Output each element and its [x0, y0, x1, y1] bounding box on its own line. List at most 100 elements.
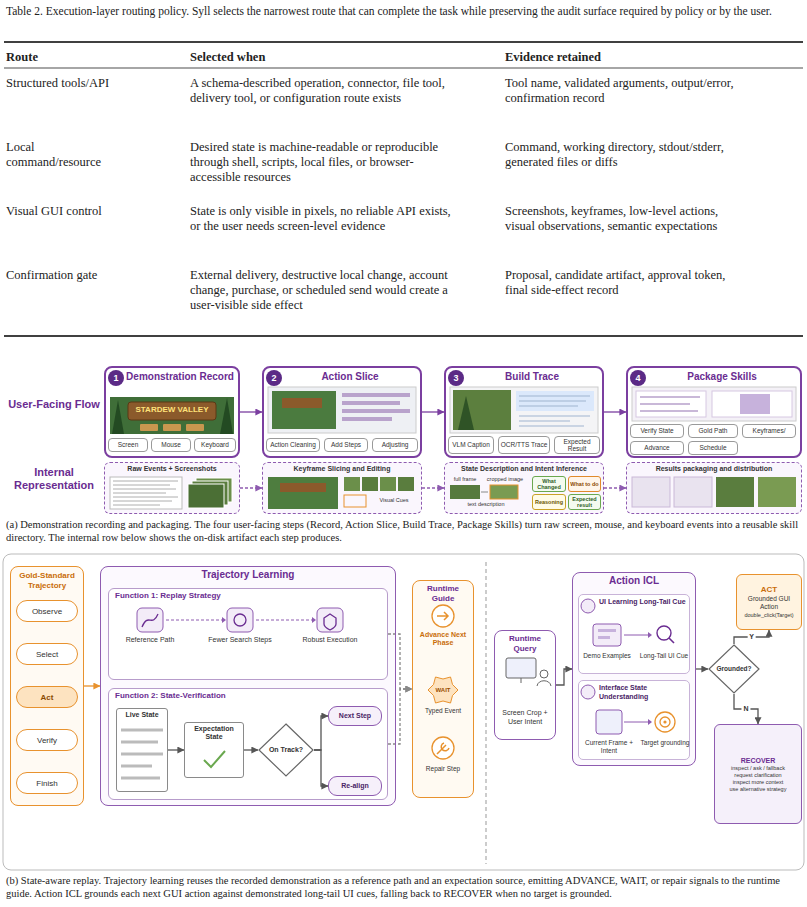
artifact-panel: Raw Events + Screenshots [104, 462, 240, 514]
connector [240, 411, 262, 412]
node-text: Grounded GUI Action [739, 595, 799, 610]
edge-label: N [741, 705, 750, 713]
connector [734, 630, 769, 644]
node-title: On Track? [269, 746, 303, 754]
icon-label: Current Frame + Intent [580, 739, 638, 754]
node-title: Act [41, 693, 54, 702]
step-number: 2 [266, 370, 282, 386]
trajectory-panel: Gold-Standard TrajectoryObserveSelectAct… [10, 566, 84, 806]
function-box: Interface State Understanding [578, 680, 690, 760]
artifact-panel: Results packaging and distribution [626, 462, 802, 514]
node-title: Live State [117, 709, 167, 719]
state-tag: Expected result [568, 494, 601, 510]
action-box: ACTGrounded GUI Actiondouble_click(Targe… [736, 574, 802, 630]
node-title: Expected result [569, 496, 600, 509]
node-title: 2 [271, 373, 276, 383]
row-label: User-Facing Flow [8, 398, 100, 411]
node-title: Results packaging and distribution [627, 463, 801, 474]
outcome-pill: Next Step [328, 706, 382, 726]
figure-caption: (a) Demonstration recording and packagin… [6, 518, 802, 544]
table-cell: Local command/resource [6, 140, 131, 170]
node-title: Demonstration Record [106, 368, 238, 383]
node-title: Gold-Standard Trajectory [11, 567, 83, 590]
node-title: RECOVER [741, 756, 776, 765]
connector [696, 668, 708, 669]
node-title: Verify State [640, 427, 673, 435]
process-panel: Action ICL UI Learning Long-Tail CueInter… [572, 572, 696, 766]
table-cell: Visual GUI control [6, 204, 131, 219]
step-panel: Package Skills4Verify StateGold PathKeyf… [626, 366, 802, 458]
annotation: text description [446, 501, 526, 508]
node-title: Action ICL [573, 573, 695, 587]
connector [422, 487, 444, 488]
tool-chip: OCR/TTS Trace [498, 436, 550, 454]
annotation: Visual Cues [370, 497, 418, 504]
connector [240, 487, 262, 488]
column-header: Selected when [190, 50, 460, 65]
node-title: Build Trace [446, 368, 602, 383]
connector [168, 749, 184, 750]
process-panel: Trajectory LearningFunction 1: Replay St… [100, 566, 396, 806]
node-title: 4 [635, 373, 640, 383]
annotation: full frame [446, 476, 484, 483]
phase-pill: Verify [16, 729, 78, 751]
node-text: Screen Crop + User Intent [495, 709, 555, 726]
decision-diamond: Grounded? [708, 644, 760, 694]
artifact-panel: Keyframe Slicing and Editing [262, 462, 422, 514]
node-title: Gold Path [699, 427, 728, 435]
phase-pill: Select [16, 643, 78, 665]
table-cell: State is only visible in pixels, no reli… [190, 204, 460, 234]
input-chip: Screen [108, 438, 148, 452]
node-title: OCR/TTS Trace [501, 441, 548, 449]
tool-chip: Verify State [630, 424, 684, 438]
tool-chip: Action Cleaning [266, 438, 320, 452]
icon-label: Robust Execution [290, 636, 370, 644]
table-cell: Confirmation gate [6, 268, 131, 283]
node-title: Advance [644, 444, 669, 452]
node-title: Grounded? [716, 665, 751, 673]
node-text: request clarification [734, 772, 781, 779]
node-title: UI Learning Long-Tail Cue [579, 595, 689, 607]
node-title: Trajectory Learning [101, 567, 395, 581]
connector [244, 749, 258, 750]
logo-text: STARDEW VALLEY [130, 405, 214, 415]
node-title: Mouse [161, 441, 181, 449]
input-chip: Mouse [151, 438, 191, 452]
table-cell: Screenshots, keyframes, low-level action… [505, 204, 735, 234]
function-box: Function 1: Replay Strategy [108, 588, 388, 680]
tool-chip: Advance [630, 441, 684, 455]
node-text: use alternative strategy [730, 786, 787, 793]
edge-label: Y [747, 633, 756, 641]
table-cell: Proposal, candidate artifact, approval t… [505, 268, 735, 298]
tool-chip: Add Steps [324, 438, 368, 452]
icon-label: Demo Examples [580, 652, 634, 660]
node-title: Finish [36, 779, 57, 788]
tool-chip: Adjusting [372, 438, 418, 452]
signal-badge: WAIT [425, 686, 461, 694]
table-caption: Table 2. Execution-layer routing policy.… [6, 4, 802, 18]
state-window: Expectation State [184, 722, 244, 778]
signal-label: Repair Step [414, 765, 472, 773]
input-chip: Keyboard [194, 438, 236, 452]
connector [388, 634, 412, 689]
connector [556, 669, 572, 685]
state-tag: Reasoning [532, 494, 566, 510]
node-title: ACT [761, 585, 777, 595]
phase-pill: Finish [16, 772, 78, 794]
step-panel: Build Trace3VLM CaptionOCR/TTS TraceExpe… [444, 366, 604, 458]
connector [734, 694, 758, 724]
table-cell: A schema-described operation, connector,… [190, 76, 460, 106]
state-tag: What Changed [532, 476, 566, 492]
node-title: Runtime Query [495, 631, 555, 653]
function-box: Function 2: State-VerificationLive State… [108, 688, 388, 800]
node-title: Reasoning [535, 499, 563, 506]
query-box: Runtime QueryScreen Crop + User Intent [494, 630, 556, 740]
node-title: Function 1: Replay Strategy [109, 589, 387, 601]
node-title: Keyframes/ [753, 427, 786, 435]
node-title: Keyframe Slicing and Editing [263, 463, 421, 474]
step-number: 4 [630, 370, 646, 386]
column-header: Evidence retained [505, 50, 735, 65]
node-title: Observe [32, 607, 62, 616]
